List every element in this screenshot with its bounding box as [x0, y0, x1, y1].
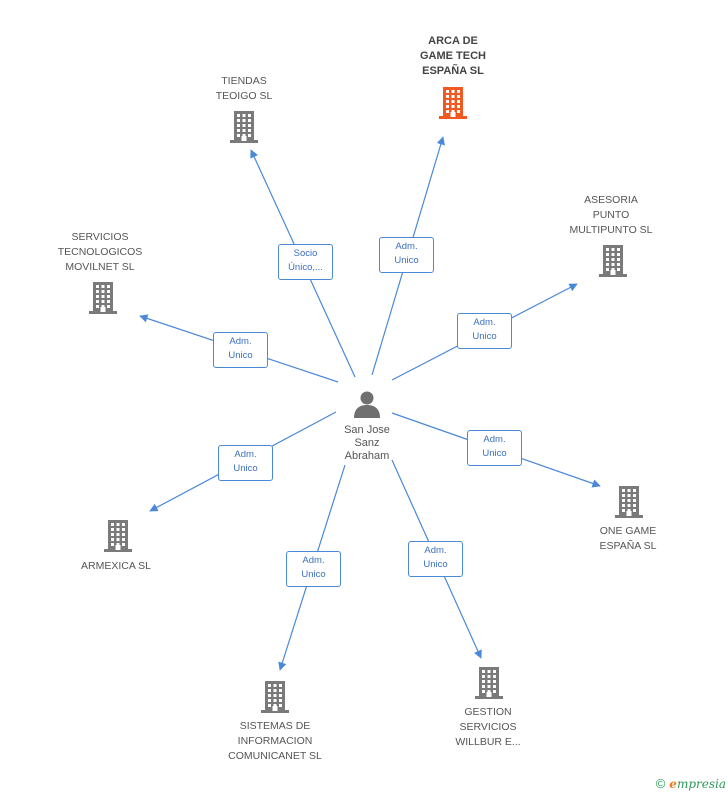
company-label-line: MULTIPUNTO SL — [569, 224, 653, 236]
relation-label-onegame[interactable]: Adm. Unico — [467, 430, 522, 466]
relation-label-gestion[interactable]: Adm. Unico — [408, 541, 463, 577]
relation-label-line: Adm. — [234, 449, 257, 460]
company-label-line: TIENDAS — [221, 75, 267, 87]
relation-label-servicios[interactable]: Adm. Unico — [213, 332, 268, 368]
company-label-line: COMUNICANET SL — [228, 750, 322, 762]
company-label-line: SERVICIOS — [459, 721, 517, 733]
brand-logo[interactable]: empresia — [669, 776, 726, 791]
relation-label-line: Unico — [301, 569, 326, 580]
relation-label-line: Adm. — [395, 241, 418, 252]
company-label-line: INFORMACION — [237, 735, 313, 747]
company-label-line: ONE GAME — [599, 525, 657, 537]
company-label-line: GESTION — [464, 706, 512, 718]
relation-label-line: Unico — [482, 448, 507, 459]
person-name-line: Abraham — [344, 450, 390, 462]
relation-label-line: Adm. — [473, 317, 496, 328]
company-label-line: GAME TECH — [420, 50, 486, 62]
company-label-line: TEOIGO SL — [215, 90, 273, 102]
copyright-icon: © — [655, 776, 666, 791]
company-label-line: ARCA DE — [428, 35, 478, 47]
company-label-line: ASESORIA — [584, 194, 638, 206]
company-label-line: ARMEXICA SL — [80, 560, 152, 572]
relation-label-line: Unico — [423, 559, 448, 570]
relation-label-line: Unico — [394, 255, 419, 266]
company-label-line: SERVICIOS — [71, 231, 129, 243]
company-label-arca[interactable]: ARCA DE GAME TECH ESPAÑA SL — [378, 34, 528, 79]
company-label-line: SISTEMAS DE — [239, 720, 311, 732]
company-label-servicios[interactable]: SERVICIOS TECNOLOGICOS MOVILNET SL — [25, 230, 175, 275]
company-label-line: TECNOLOGICOS — [57, 246, 143, 258]
relation-label-line: Socio — [293, 248, 318, 259]
building-icon[interactable] — [613, 485, 645, 519]
relation-label-line: Adm. — [483, 434, 506, 445]
relation-label-sistemas[interactable]: Adm. Unico — [286, 551, 341, 587]
company-label-tiendas[interactable]: TIENDAS TEOIGO SL — [169, 74, 319, 104]
building-icon[interactable] — [102, 519, 134, 553]
relation-label-armexica[interactable]: Adm. Unico — [218, 445, 273, 481]
company-label-armexica[interactable]: ARMEXICA SL — [41, 559, 191, 574]
person-name-line: Sanz — [354, 437, 380, 449]
building-icon[interactable] — [259, 680, 291, 714]
building-icon[interactable] — [437, 86, 469, 120]
company-label-line: MOVILNET SL — [65, 261, 135, 273]
person-name-line: San Jose — [344, 424, 390, 436]
building-icon[interactable] — [87, 281, 119, 315]
building-icon[interactable] — [597, 244, 629, 278]
relation-label-line: Unico — [228, 350, 253, 361]
person-icon[interactable] — [352, 389, 382, 419]
relation-label-asesoria[interactable]: Adm. Unico — [457, 313, 512, 349]
building-icon[interactable] — [473, 666, 505, 700]
relation-label-line: Adm. — [302, 555, 325, 566]
company-label-line: PUNTO — [592, 209, 630, 221]
company-label-line: ESPAÑA SL — [599, 540, 657, 552]
relation-label-line: Unico — [472, 331, 497, 342]
company-label-asesoria[interactable]: ASESORIA PUNTO MULTIPUNTO SL — [536, 193, 686, 238]
relation-label-line: Adm. — [229, 336, 252, 347]
relation-label-line: Unico — [233, 463, 258, 474]
relation-label-line: Único,... — [288, 262, 323, 273]
building-icon[interactable] — [228, 110, 260, 144]
company-label-line: WILLBUR E... — [455, 736, 521, 748]
company-label-line: ESPAÑA SL — [422, 65, 484, 77]
company-label-gestion[interactable]: GESTION SERVICIOS WILLBUR E... — [413, 705, 563, 750]
company-label-sistemas[interactable]: SISTEMAS DE INFORMACION COMUNICANET SL — [200, 719, 350, 764]
company-label-onegame[interactable]: ONE GAME ESPAÑA SL — [553, 524, 703, 554]
relation-label-arca[interactable]: Adm. Unico — [379, 237, 434, 273]
footer-brand: © empresia — [656, 776, 726, 791]
relation-label-line: Adm. — [424, 545, 447, 556]
